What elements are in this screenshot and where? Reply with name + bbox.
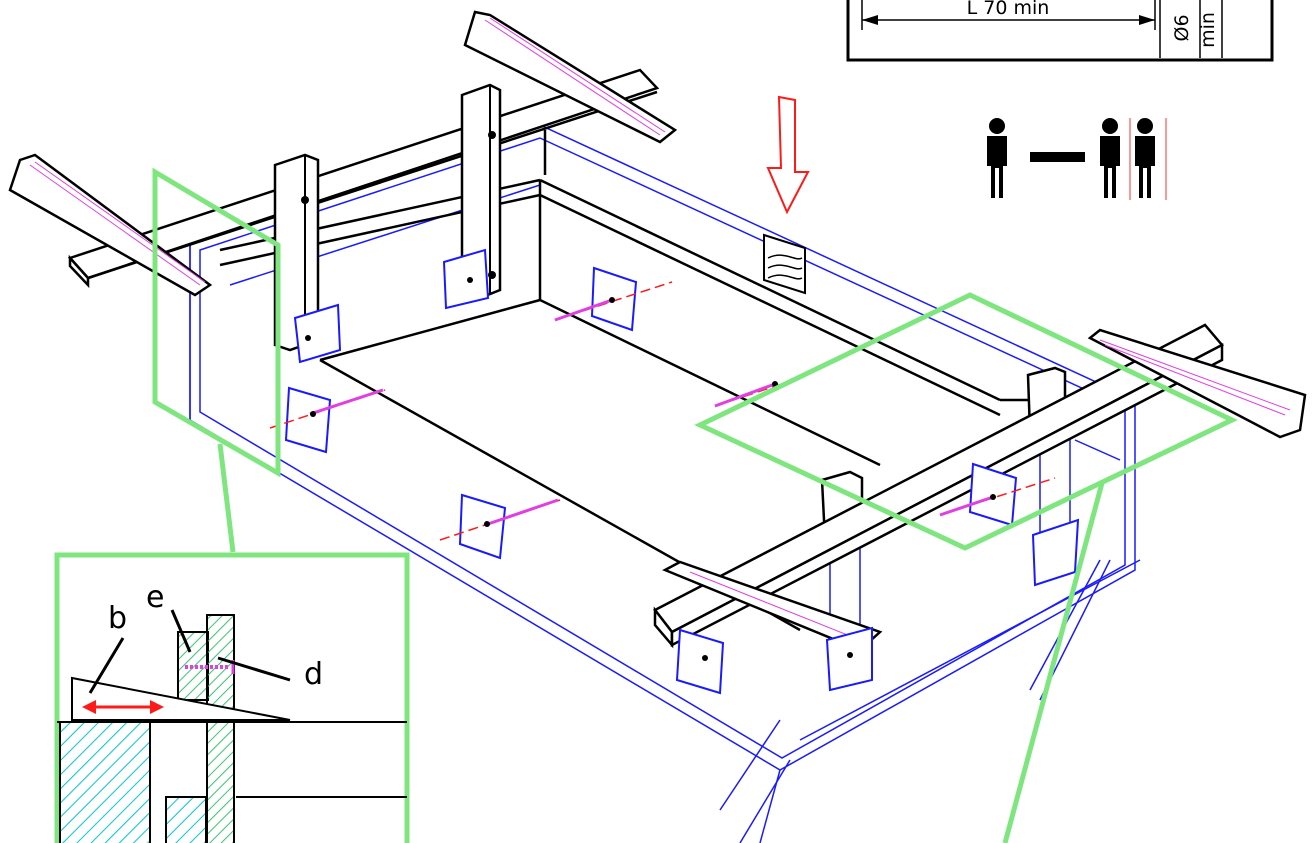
crossbeam-top (67, 68, 660, 289)
bracket (458, 493, 507, 560)
diameter-label: Ø6 (1171, 14, 1193, 41)
label-e: e (146, 580, 164, 615)
bracket (675, 628, 725, 695)
wedge-right-back (1087, 328, 1307, 439)
length-label: L 70 min (967, 0, 1050, 19)
brackets (284, 248, 1080, 695)
bracket (293, 303, 342, 364)
screws (269, 277, 1056, 661)
diameter-min-label: min (1197, 12, 1219, 48)
down-arrow-icon (766, 95, 810, 215)
label-d: d (304, 657, 323, 692)
wedge-top-left (8, 153, 213, 297)
bracket (442, 248, 490, 310)
spec-box: L 70 min Ø6 min (846, 0, 1274, 62)
person-icon (1100, 118, 1120, 198)
callout-right (694, 292, 1238, 843)
bracket (825, 626, 873, 692)
detail-inset: b e d (54, 552, 410, 843)
bracket (1031, 518, 1080, 587)
bracket-black (763, 233, 806, 295)
wedge-right-front (662, 560, 883, 652)
wedge-top-right (463, 10, 678, 144)
callout-left (152, 167, 281, 553)
label-b: b (108, 601, 127, 636)
crossbeam-right (653, 323, 1224, 649)
two-person-icon-group (987, 118, 1167, 200)
person-icon (987, 118, 1007, 198)
person-icon (1135, 118, 1155, 198)
